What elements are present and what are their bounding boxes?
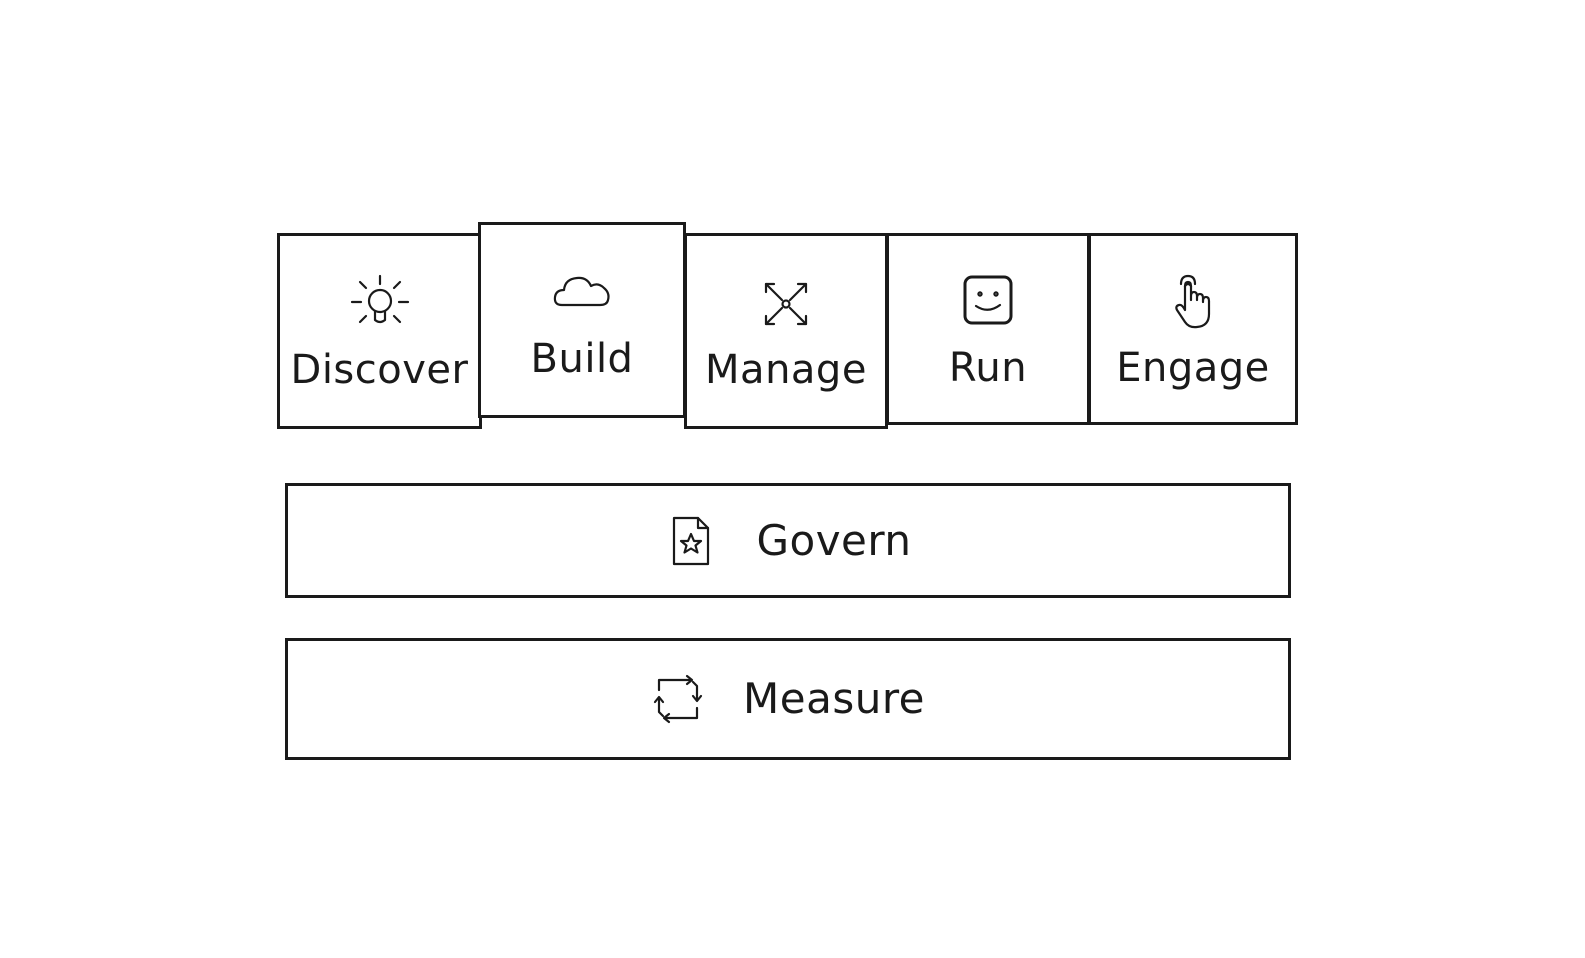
pillar-run: Run [886, 233, 1090, 425]
foundation-label: Govern [756, 515, 912, 565]
foundation-govern: Govern [285, 483, 1291, 598]
foundation-label: Measure [743, 674, 925, 723]
pillar-label: Manage [705, 347, 867, 393]
pillar-build: Build [478, 222, 686, 418]
lightbulb-icon [350, 274, 409, 324]
pillar-label: Engage [1116, 345, 1270, 391]
document-star-icon [673, 516, 710, 565]
cycle-arrows-icon [653, 674, 703, 724]
pillar-manage: Manage [684, 233, 888, 429]
pillar-label: Build [530, 336, 634, 382]
pillar-engage: Engage [1088, 233, 1298, 425]
pillar-discover: Discover [277, 233, 482, 429]
pillar-label: Run [948, 345, 1028, 391]
foundation-measure: Measure [285, 638, 1291, 760]
pointing-hand-icon [1175, 274, 1211, 329]
cloud-icon [553, 276, 610, 307]
smiley-face-icon [963, 275, 1013, 325]
expand-arrows-icon [764, 282, 808, 326]
pillar-label: Discover [290, 347, 469, 393]
